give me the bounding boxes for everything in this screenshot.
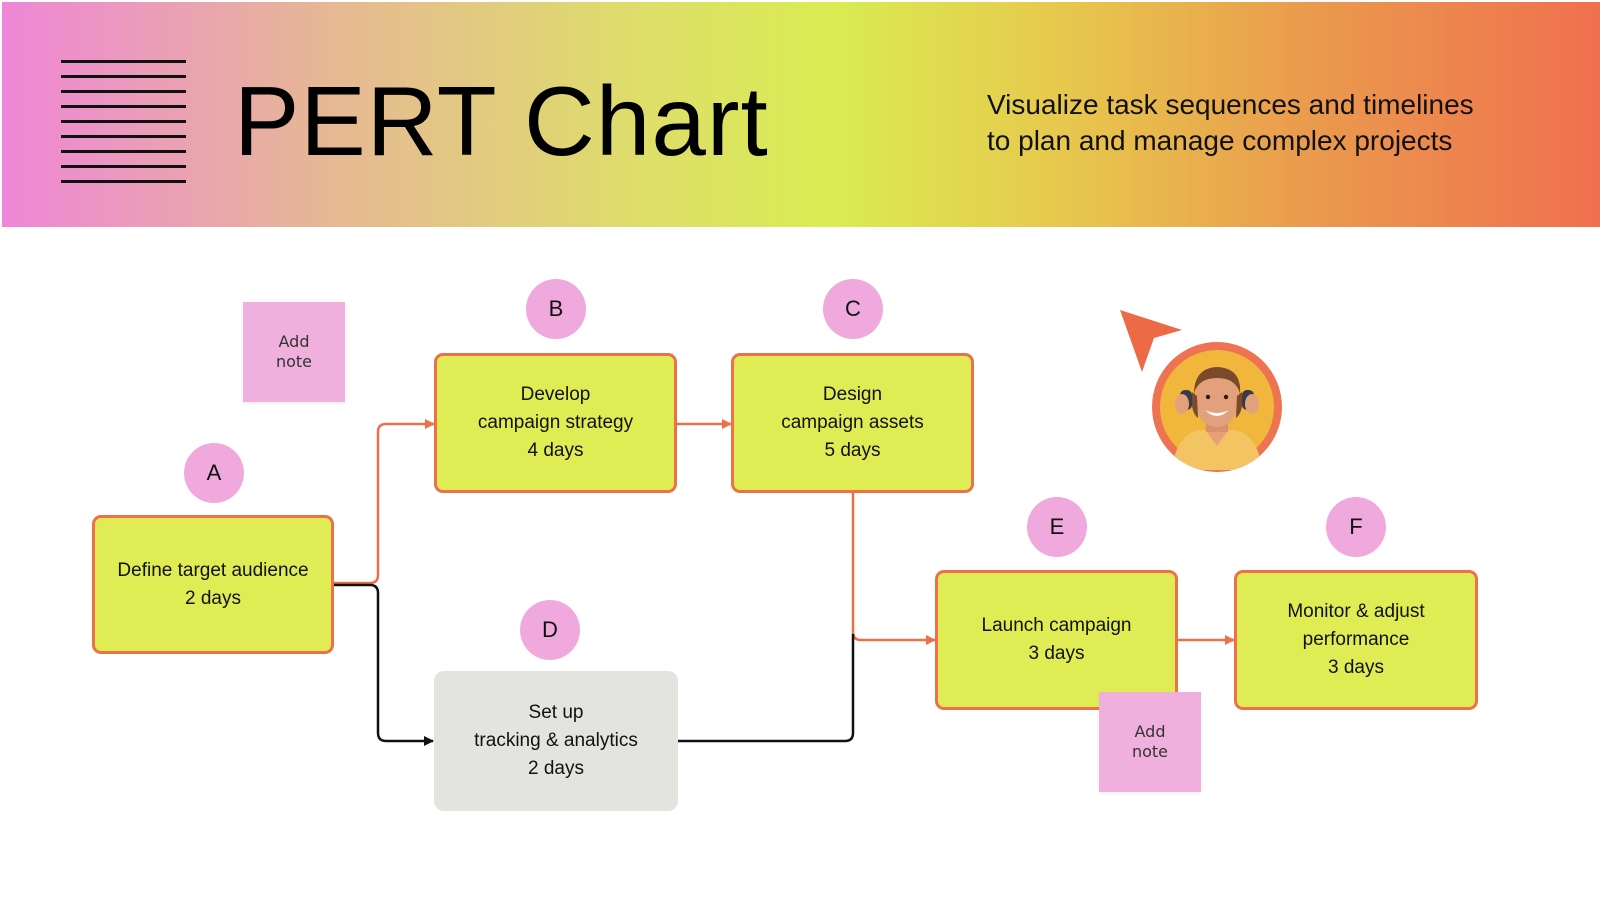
note-text: note — [1131, 742, 1169, 761]
subtitle-line: to plan and manage complex projects — [987, 125, 1453, 156]
note-text: Add — [1134, 722, 1166, 741]
connector-a-to-b[interactable] — [334, 419, 435, 585]
note-text: Add — [278, 332, 310, 351]
collaborator-avatar — [1152, 342, 1282, 472]
task-label: Design — [822, 384, 883, 405]
task-duration: 2 days — [528, 758, 584, 779]
task-badge-a: A — [184, 443, 244, 503]
page-title: PERT Chart — [234, 66, 769, 176]
task-card-a[interactable]: Define target audience 2 days — [92, 515, 334, 654]
task-label: campaign strategy — [477, 412, 634, 433]
task-duration: 4 days — [527, 440, 584, 461]
task-label: Develop — [520, 384, 591, 405]
task-label: Launch campaign — [981, 615, 1132, 636]
avatar-illustration — [1160, 350, 1274, 470]
task-badge-c: C — [823, 279, 883, 339]
task-label: campaign assets — [781, 412, 924, 433]
sticky-note-add[interactable]: Add note — [1099, 692, 1201, 792]
connector-a-to-d[interactable] — [334, 583, 434, 746]
connector-c-to-e[interactable] — [851, 493, 936, 645]
sticky-note-add[interactable]: Add note — [243, 302, 345, 402]
task-card-d[interactable]: Set up tracking & analytics 2 days — [434, 671, 678, 811]
task-card-c[interactable]: Design campaign assets 5 days — [731, 353, 974, 493]
connector-d-to-e[interactable] — [678, 634, 855, 743]
task-label: Monitor & adjust — [1287, 601, 1425, 622]
task-duration: 3 days — [1028, 643, 1085, 664]
page-subtitle: Visualize task sequences and timelines t… — [987, 87, 1567, 159]
menu-lines-icon — [61, 60, 186, 188]
task-card-e[interactable]: Launch campaign 3 days — [935, 570, 1178, 710]
task-duration: 3 days — [1328, 657, 1384, 678]
task-badge-e: E — [1027, 497, 1087, 557]
task-label: performance — [1302, 629, 1410, 650]
task-duration: 5 days — [824, 440, 881, 461]
task-card-f[interactable]: Monitor & adjust performance 3 days — [1234, 570, 1478, 710]
pointer-cursor-icon — [1120, 310, 1182, 372]
task-badge-b: B — [526, 279, 586, 339]
task-label: Define target audience — [117, 559, 309, 581]
task-label: tracking & analytics — [474, 730, 638, 751]
task-badge-f: F — [1326, 497, 1386, 557]
header-banner: PERT Chart Visualize task sequences and … — [2, 2, 1600, 227]
task-duration: 2 days — [185, 587, 241, 609]
subtitle-line: Visualize task sequences and timelines — [987, 89, 1474, 120]
task-badge-d: D — [520, 600, 580, 660]
task-label: Set up — [528, 702, 584, 723]
task-card-b[interactable]: Develop campaign strategy 4 days — [434, 353, 677, 493]
note-text: note — [275, 352, 313, 371]
